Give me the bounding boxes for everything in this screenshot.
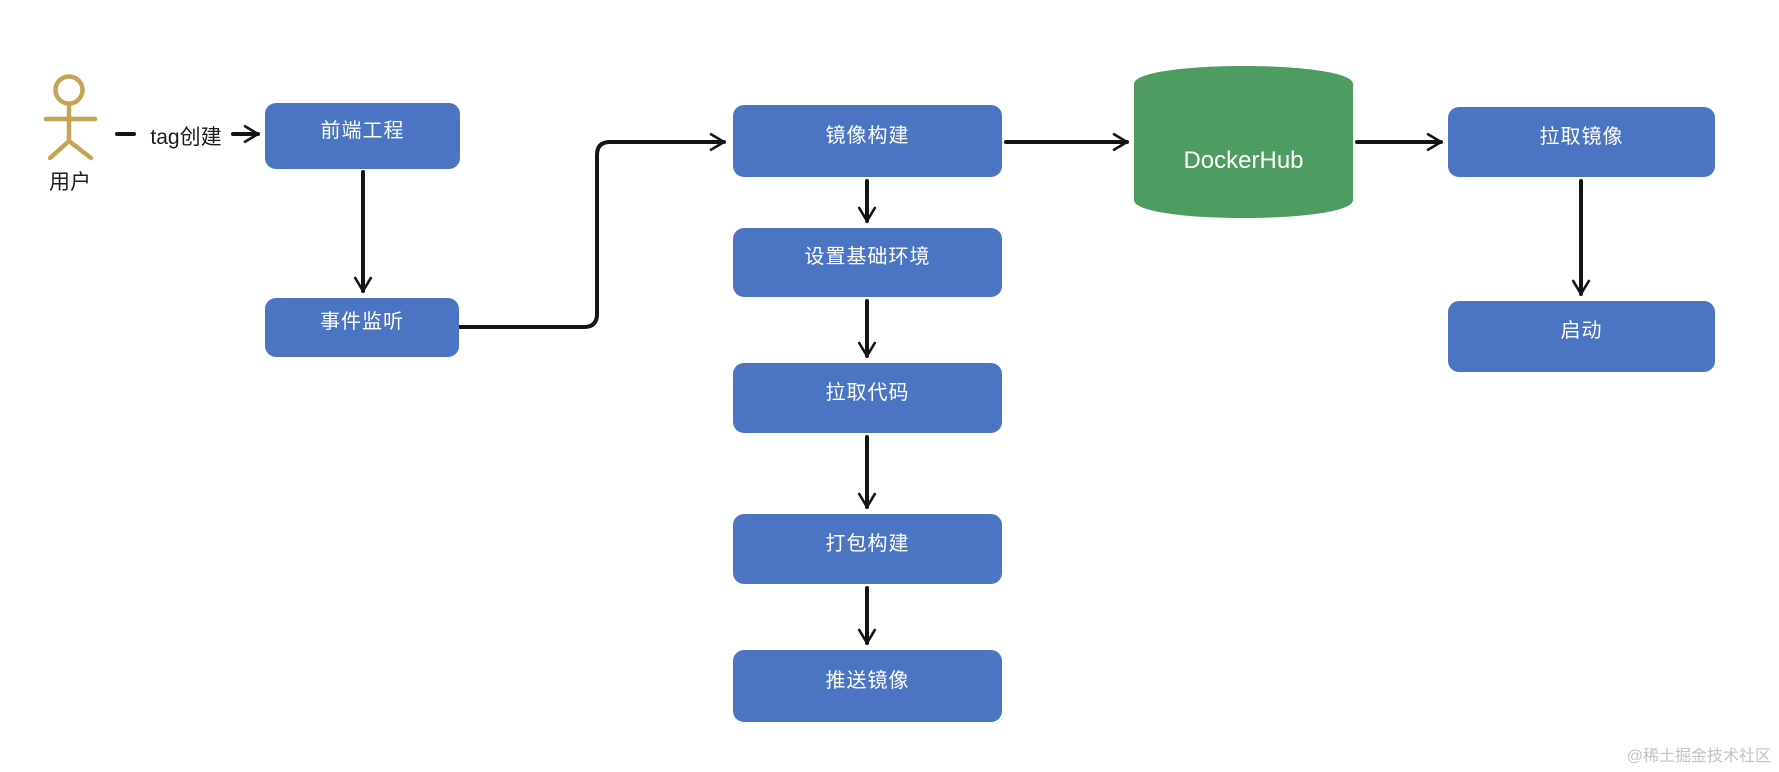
node-image-build-label: 镜像构建 [825, 124, 910, 147]
node-start-label: 启动 [1560, 320, 1603, 342]
node-setup-base-env-label: 设置基础环境 [804, 246, 931, 268]
node-image-build: 镜像构建 [733, 105, 1002, 177]
node-push-image: 推送镜像 [733, 650, 1002, 722]
node-push-image-label: 推送镜像 [825, 669, 910, 692]
node-package-build: 打包构建 [733, 514, 1002, 584]
user-actor-icon [43, 74, 98, 161]
edge-event-to-imagebuild-elbow-arrow [458, 132, 726, 329]
node-event-listener-label: 事件监听 [320, 311, 404, 333]
node-setup-base-env: 设置基础环境 [733, 228, 1002, 297]
node-frontend-project: 前端工程 [265, 103, 460, 169]
actor-left-leg [47, 138, 72, 161]
node-start: 启动 [1448, 301, 1715, 372]
dockerhub-cylinder-shape [1134, 66, 1353, 218]
node-pull-image: 拉取镜像 [1448, 107, 1715, 177]
node-pull-code: 拉取代码 [733, 363, 1002, 433]
edge-label-tag-create: tag创建 [150, 126, 222, 149]
node-event-listener: 事件监听 [265, 298, 459, 357]
node-package-build-label: 打包构建 [825, 532, 910, 555]
node-pull-image-label: 拉取镜像 [1539, 125, 1624, 148]
watermark-text: @稀土掘金技术社区 [1626, 748, 1771, 765]
node-frontend-project-label: 前端工程 [320, 119, 405, 142]
connectors [115, 124, 1591, 645]
node-dockerhub-label: DockerHub [1183, 147, 1304, 174]
node-dockerhub: DockerHub [1134, 146, 1353, 176]
actor-right-leg [66, 138, 94, 161]
actor-label: 用户 [49, 171, 91, 194]
node-pull-code-label: 拉取代码 [825, 381, 910, 404]
actor-head [53, 74, 85, 106]
